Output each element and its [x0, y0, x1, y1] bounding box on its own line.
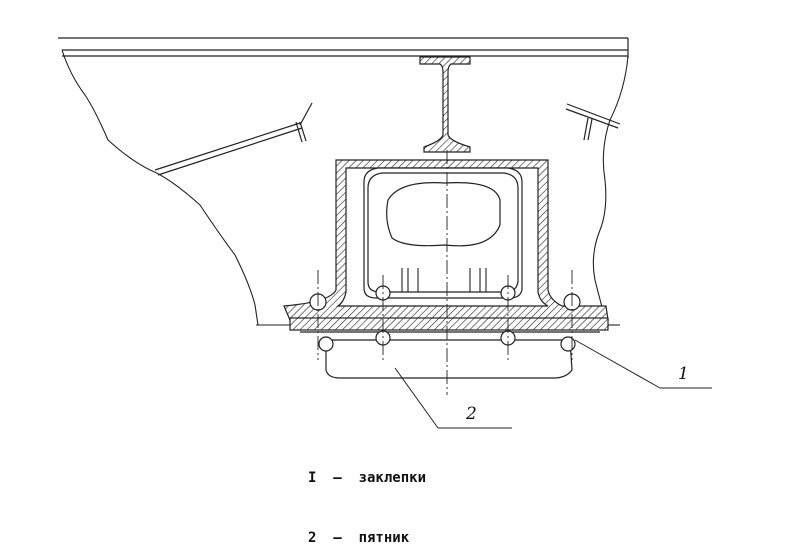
- legend-item-rivets: I – заклепки: [308, 470, 427, 486]
- left-brace: [154, 102, 313, 176]
- callout-2: 2: [466, 404, 477, 424]
- center-sill: [283, 159, 609, 321]
- leader-2: [394, 367, 512, 429]
- center-lines: [317, 150, 573, 395]
- rivet: [318, 336, 334, 352]
- leader-1: [574, 339, 712, 389]
- wall-break-outline: [61, 49, 629, 326]
- i-beam-section: [419, 56, 471, 153]
- callout-1: 1: [678, 364, 689, 384]
- right-brace: [565, 103, 621, 141]
- inner-stiffeners: [401, 268, 487, 293]
- rivet: [560, 336, 576, 352]
- top-plate: [58, 37, 629, 58]
- center-plate: [289, 317, 609, 379]
- legend-item-center-plate: 2 – пятник: [308, 530, 410, 546]
